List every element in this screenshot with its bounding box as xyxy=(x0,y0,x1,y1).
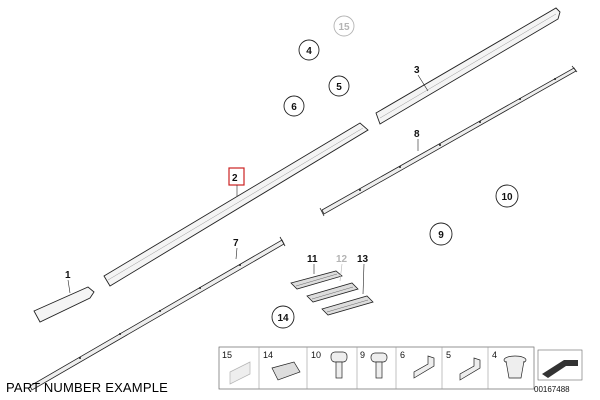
callout-9-circle[interactable]: 9 xyxy=(429,222,453,246)
legend-label-9: 9 xyxy=(360,350,365,360)
part-1-trim-piece[interactable] xyxy=(33,286,95,323)
arrow-icon xyxy=(542,360,578,378)
legend-label-15: 15 xyxy=(222,350,232,360)
part-2-main-strip[interactable] xyxy=(103,122,369,287)
push-pin-glyph-9 xyxy=(370,352,388,379)
bracket-glyph-5 xyxy=(459,357,481,381)
part-13-clip-strip[interactable] xyxy=(321,295,374,316)
bracket-glyph-6 xyxy=(413,355,435,379)
callout-9: 9 xyxy=(438,230,444,241)
callout-5-circle[interactable]: 5 xyxy=(328,75,350,97)
selection-box xyxy=(228,167,245,186)
callout-10-circle[interactable]: 10 xyxy=(495,184,519,208)
legend-label-5: 5 xyxy=(446,350,451,360)
diagram-id: 00167488 xyxy=(534,385,570,394)
callout-1[interactable]: 1 xyxy=(65,270,71,281)
push-pin-glyph-10 xyxy=(330,351,348,379)
callout-12[interactable]: 12 xyxy=(336,254,348,265)
callout-8[interactable]: 8 xyxy=(414,129,420,140)
callout-14: 14 xyxy=(277,313,289,324)
part-11-clip-strip[interactable] xyxy=(290,270,343,290)
footer-label: PART NUMBER EXAMPLE xyxy=(6,380,169,395)
callout-3[interactable]: 3 xyxy=(414,65,420,76)
legend-label-14: 14 xyxy=(263,350,273,360)
callout-13[interactable]: 13 xyxy=(357,254,369,265)
callout-5: 5 xyxy=(336,82,342,93)
part-12-clip-strip[interactable] xyxy=(306,282,359,303)
part-8-rail[interactable] xyxy=(319,65,578,217)
grommet-glyph-4 xyxy=(503,355,527,379)
legend-label-4: 4 xyxy=(492,350,497,360)
callout-6: 6 xyxy=(291,102,297,113)
callout-2[interactable]: 2 xyxy=(232,173,238,184)
legend-label-10: 10 xyxy=(311,350,321,360)
callout-7[interactable]: 7 xyxy=(233,238,239,249)
legend-strip: 15 14 10 9 6 5 4 xyxy=(218,346,583,390)
part-3-trim-strip[interactable] xyxy=(375,7,561,125)
callout-15: 15 xyxy=(338,22,350,33)
clip-glyph-15 xyxy=(229,361,251,385)
callout-6-circle[interactable]: 6 xyxy=(283,95,305,117)
legend-label-6: 6 xyxy=(400,350,405,360)
callout-15-circle[interactable]: 15 xyxy=(333,15,355,37)
callout-10: 10 xyxy=(501,192,513,203)
clip-glyph-14 xyxy=(271,361,301,381)
callout-11[interactable]: 11 xyxy=(307,254,318,265)
callout-4: 4 xyxy=(306,46,312,57)
callout-14-circle[interactable]: 14 xyxy=(271,305,295,329)
part-7-rail[interactable] xyxy=(29,236,286,391)
callout-4-circle[interactable]: 4 xyxy=(298,39,320,61)
